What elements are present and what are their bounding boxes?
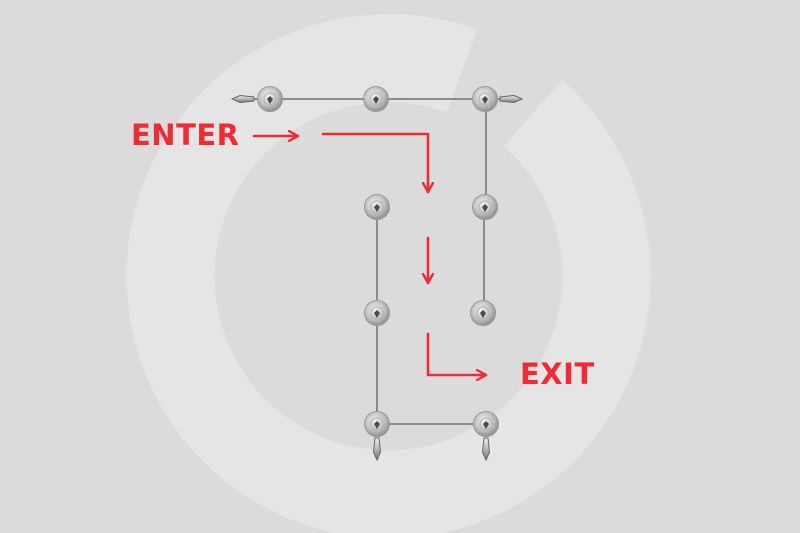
stanchion-post-icon <box>470 300 496 326</box>
rail-end-cap-icon <box>372 437 382 462</box>
path-arrow-turn-down <box>321 132 428 194</box>
stanchion-post-icon <box>473 411 499 437</box>
rail-end-cap-icon <box>481 437 491 462</box>
stanchion-post-icon <box>364 300 390 326</box>
exit-arrow <box>426 332 488 375</box>
stanchion-post-icon <box>472 86 498 112</box>
stanchion-post-icon <box>364 194 390 220</box>
rail-end-cap-icon <box>499 94 524 104</box>
flow-arrows <box>252 132 488 375</box>
stanchion-post-icon <box>363 86 389 112</box>
stanchion-posts <box>257 86 499 437</box>
rail-end-caps <box>230 94 524 462</box>
enter-label: ENTER <box>131 118 240 152</box>
rail-end-cap-icon <box>230 94 255 104</box>
exit-label: EXIT <box>520 357 595 391</box>
stanchion-post-icon <box>364 411 390 437</box>
stanchion-post-icon <box>257 86 283 112</box>
stanchion-post-icon <box>472 194 498 220</box>
